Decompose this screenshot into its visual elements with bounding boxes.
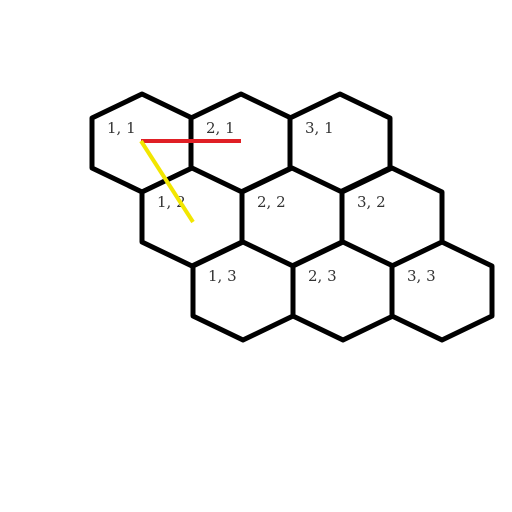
hex-cell-1-3: [190, 239, 296, 343]
hex-label-2-3: 2, 3: [308, 267, 337, 285]
hex-label-1-1: 1, 1: [107, 119, 136, 137]
yellow-connector-line: [139, 139, 195, 224]
hex-cells: [89, 91, 495, 343]
hex-label-3-3: 3, 3: [407, 267, 436, 285]
hex-label-1-3: 1, 3: [208, 267, 237, 285]
hex-cell-2-3: [290, 239, 396, 343]
hex-label-3-2: 3, 2: [357, 193, 386, 211]
hex-label-2-2: 2, 2: [257, 193, 286, 211]
hex-cell-3-3: [389, 239, 495, 343]
connector-lines: [139, 139, 241, 224]
hex-label-2-1: 2, 1: [206, 119, 235, 137]
hex-label-3-1: 3, 1: [305, 119, 334, 137]
